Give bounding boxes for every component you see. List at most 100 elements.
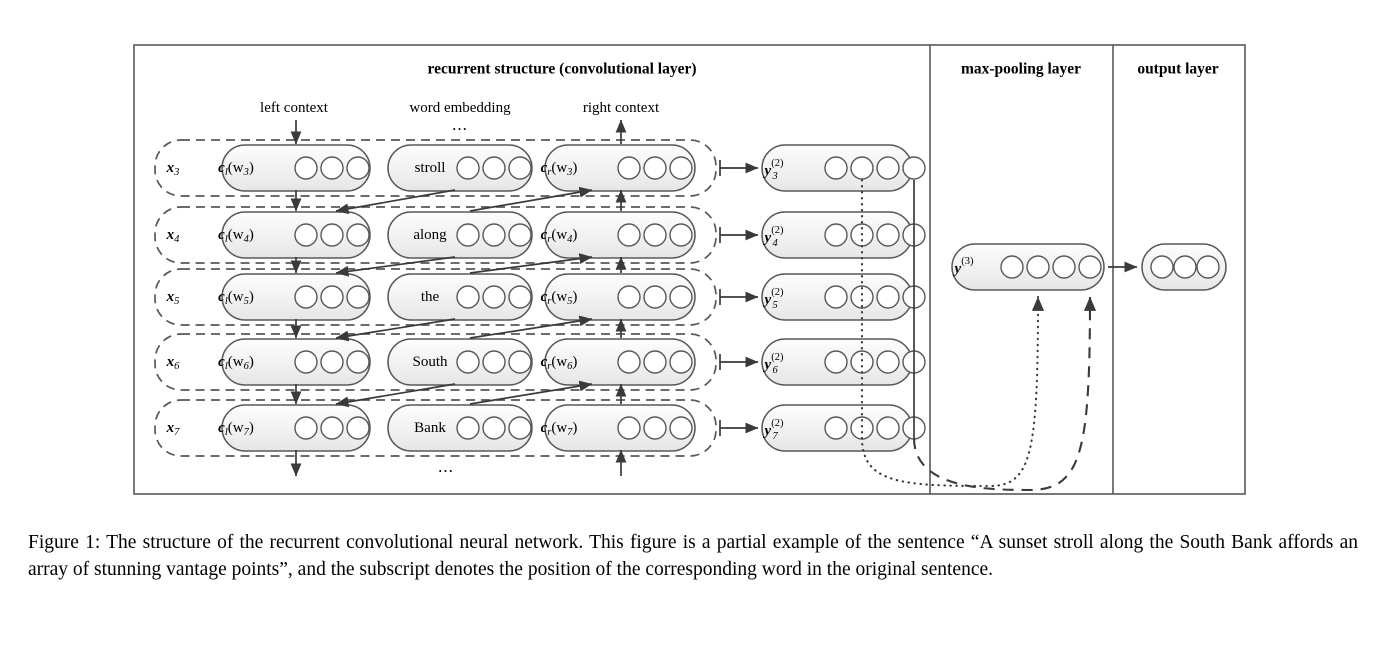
arrow-word-to-left-context	[335, 318, 456, 342]
vector-unit	[617, 416, 641, 440]
vector-unit	[669, 156, 693, 180]
vector-unit	[508, 350, 532, 374]
context-circles-right	[617, 156, 693, 180]
header-recurrent-structure: recurrent structure (convolutional layer…	[427, 61, 696, 78]
x-row-box	[154, 268, 717, 326]
header-output-layer: output layer	[1137, 61, 1218, 78]
vector-unit	[346, 223, 370, 247]
vector-unit	[617, 350, 641, 374]
vector-unit	[1052, 255, 1076, 279]
vector-unit	[294, 156, 318, 180]
vector-unit	[1078, 255, 1102, 279]
vector-unit	[643, 156, 667, 180]
word-circles	[456, 223, 532, 247]
vector-unit	[456, 156, 480, 180]
vector-unit	[824, 350, 848, 374]
vector-unit	[294, 350, 318, 374]
word-circles	[456, 156, 532, 180]
vector-unit	[824, 416, 848, 440]
vector-unit	[320, 285, 344, 309]
y-label: y(2)6	[763, 352, 784, 376]
vector-unit	[508, 285, 532, 309]
vector-unit	[508, 416, 532, 440]
vector-unit	[824, 156, 848, 180]
ellipsis-bottom: ...	[438, 457, 454, 476]
context-label-right: cr(w5)	[541, 289, 578, 307]
vector-unit	[346, 416, 370, 440]
vector-unit	[617, 285, 641, 309]
context-label-left: cl(w4)	[218, 227, 254, 245]
vector-unit	[617, 223, 641, 247]
output-circles	[1150, 255, 1220, 279]
vector-unit	[294, 223, 318, 247]
vector-unit	[320, 223, 344, 247]
vector-unit	[669, 285, 693, 309]
vector-unit	[320, 350, 344, 374]
arrow-word-to-right-context	[469, 253, 593, 274]
word-label: stroll	[415, 160, 446, 176]
x-row-label: x6	[166, 354, 181, 372]
vector-unit	[850, 285, 874, 309]
header-max-pooling-layer: max-pooling layer	[961, 61, 1081, 78]
vector-unit	[643, 350, 667, 374]
y-label: y(2)5	[763, 287, 784, 311]
y-circles	[824, 416, 926, 440]
vector-unit	[294, 285, 318, 309]
context-label-right: cr(w7)	[541, 420, 578, 438]
arrow-word-to-right-context	[469, 380, 593, 405]
x-row-label: x7	[166, 420, 181, 438]
y-circles	[824, 285, 926, 309]
vector-unit	[1000, 255, 1024, 279]
vector-unit	[482, 156, 506, 180]
pool-dotted-path	[860, 295, 1045, 488]
x-row-label: x4	[166, 227, 181, 245]
vector-unit	[346, 156, 370, 180]
vector-unit	[346, 350, 370, 374]
vector-unit	[1026, 255, 1050, 279]
vector-unit	[456, 416, 480, 440]
vector-unit	[508, 223, 532, 247]
arrow-word-to-left-context	[335, 189, 456, 215]
x-row-label: x3	[166, 160, 180, 178]
figure-caption: Figure 1: The structure of the recurrent…	[28, 529, 1358, 583]
context-circles-left	[294, 416, 370, 440]
context-circles-left	[294, 285, 370, 309]
context-label-right: cr(w3)	[541, 160, 578, 178]
vector-unit	[456, 223, 480, 247]
context-circles-left	[294, 156, 370, 180]
x-row-label: x5	[166, 289, 180, 307]
vector-unit	[482, 223, 506, 247]
context-circles-right	[617, 416, 693, 440]
y-label: y(2)7	[763, 418, 784, 442]
word-circles	[456, 285, 532, 309]
context-circles-left	[294, 223, 370, 247]
maxpool-circles	[1000, 255, 1102, 279]
label-right-context: right context	[583, 100, 660, 116]
vector-unit	[320, 416, 344, 440]
word-label: along	[413, 227, 447, 243]
context-circles-left	[294, 350, 370, 374]
vector-unit	[876, 156, 900, 180]
context-label-right: cr(w6)	[541, 354, 578, 372]
arrow-word-to-left-context	[335, 256, 456, 277]
word-circles	[456, 416, 532, 440]
vector-unit	[824, 223, 848, 247]
vector-unit	[876, 416, 900, 440]
label-left-context: left context	[260, 100, 329, 116]
vector-unit	[876, 350, 900, 374]
vector-unit	[508, 156, 532, 180]
context-circles-right	[617, 223, 693, 247]
y-circles	[824, 350, 926, 374]
vector-unit	[902, 156, 926, 180]
y-circles	[824, 156, 926, 180]
context-label-left: cl(w3)	[218, 160, 254, 178]
context-label-right: cr(w4)	[541, 227, 578, 245]
maxpool-label: y(3)	[953, 256, 974, 278]
arrow-word-to-right-context	[469, 186, 593, 212]
rcnn-diagram: recurrent structure (convolutional layer…	[133, 44, 1246, 495]
